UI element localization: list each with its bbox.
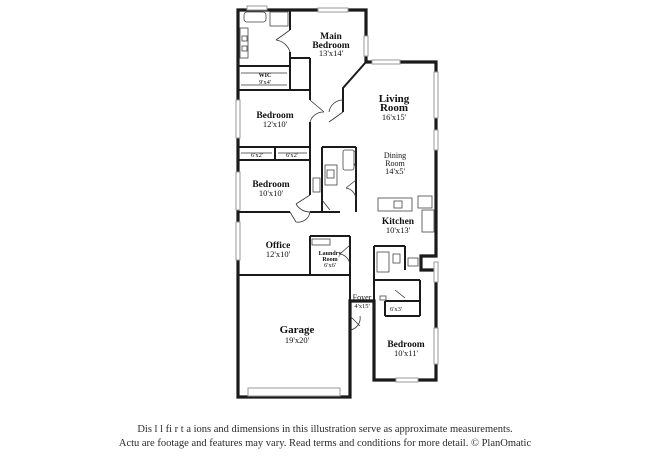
room-dimensions: 6'x2' [251,152,263,159]
room-dimensions: 19'x20' [285,335,310,345]
doors [275,29,406,331]
room-name: Laundry [319,251,342,257]
fixtures [239,11,435,301]
room-dimensions: 6'x2' [286,152,298,159]
room-dining: Dining Room 14'x5' [384,151,406,176]
room-name: Bedroom [312,41,349,51]
room-bedroom-4: Bedroom 10'x11' [387,340,424,358]
room-laundry: Laundry Room 6'x6' [319,251,342,269]
room-dimensions: 12'x10' [263,119,288,129]
room-garage: Garage 19'x20' [280,324,315,345]
room-name: Garage [280,324,315,336]
room-kitchen: Kitchen 10'x13' [382,217,415,235]
room-dimensions: 10'x13' [386,225,411,235]
room-living: Living Room 16'x15' [379,93,410,122]
room-name: Kitchen [382,217,415,227]
room-foyer: Foyer 4'x15' [353,293,372,310]
room-dimensions: 14'x5' [385,166,406,176]
room-dimensions: 13'x14' [319,48,344,58]
windows [235,5,439,397]
room-dimensions: 4'x15' [354,303,369,310]
room-office: Office 12'x10' [266,241,291,259]
room-dimensions: 9'x4' [259,79,271,86]
room-closet-a: 6'x2' [251,152,263,159]
room-name: Office [266,241,291,251]
disclaimer: Dis l l fi r t a ions and dimensions in … [0,423,650,451]
room-name: WIC [259,73,272,79]
room-dimensions: 6'x3' [390,306,402,313]
disclaimer-line-1: Dis l l fi r t a ions and dimensions in … [137,424,513,435]
room-name: Bedroom [387,340,424,350]
room-name: Main [320,32,342,42]
room-name: Room [380,102,408,114]
room-dimensions: 6'x6' [324,262,336,269]
room-name: Bedroom [256,111,293,121]
room-name: Dining [384,151,406,160]
room-name: Living [379,93,410,105]
room-wic: WIC 9'x4' [259,73,272,86]
interior-walls [238,10,421,317]
disclaimer-line-2: Actu are footage and features may vary. … [118,438,532,449]
room-name: Bedroom [252,180,289,190]
room-closet-c: 6'x3' [390,306,402,313]
room-main-bedroom: Main Bedroom 13'x14' [312,32,349,58]
room-name: Room [322,257,337,263]
room-dimensions: 12'x10' [266,249,291,259]
room-name: Foyer [353,293,372,302]
room-dimensions: 10'x10' [259,188,284,198]
room-bedroom-2: Bedroom 12'x10' [256,111,293,129]
room-dimensions: 16'x15' [382,112,407,122]
room-closet-b: 6'x2' [286,152,298,159]
room-name: Room [385,159,405,168]
room-dimensions: 10'x11' [394,348,418,358]
room-bedroom-3: Bedroom 10'x10' [252,180,289,198]
